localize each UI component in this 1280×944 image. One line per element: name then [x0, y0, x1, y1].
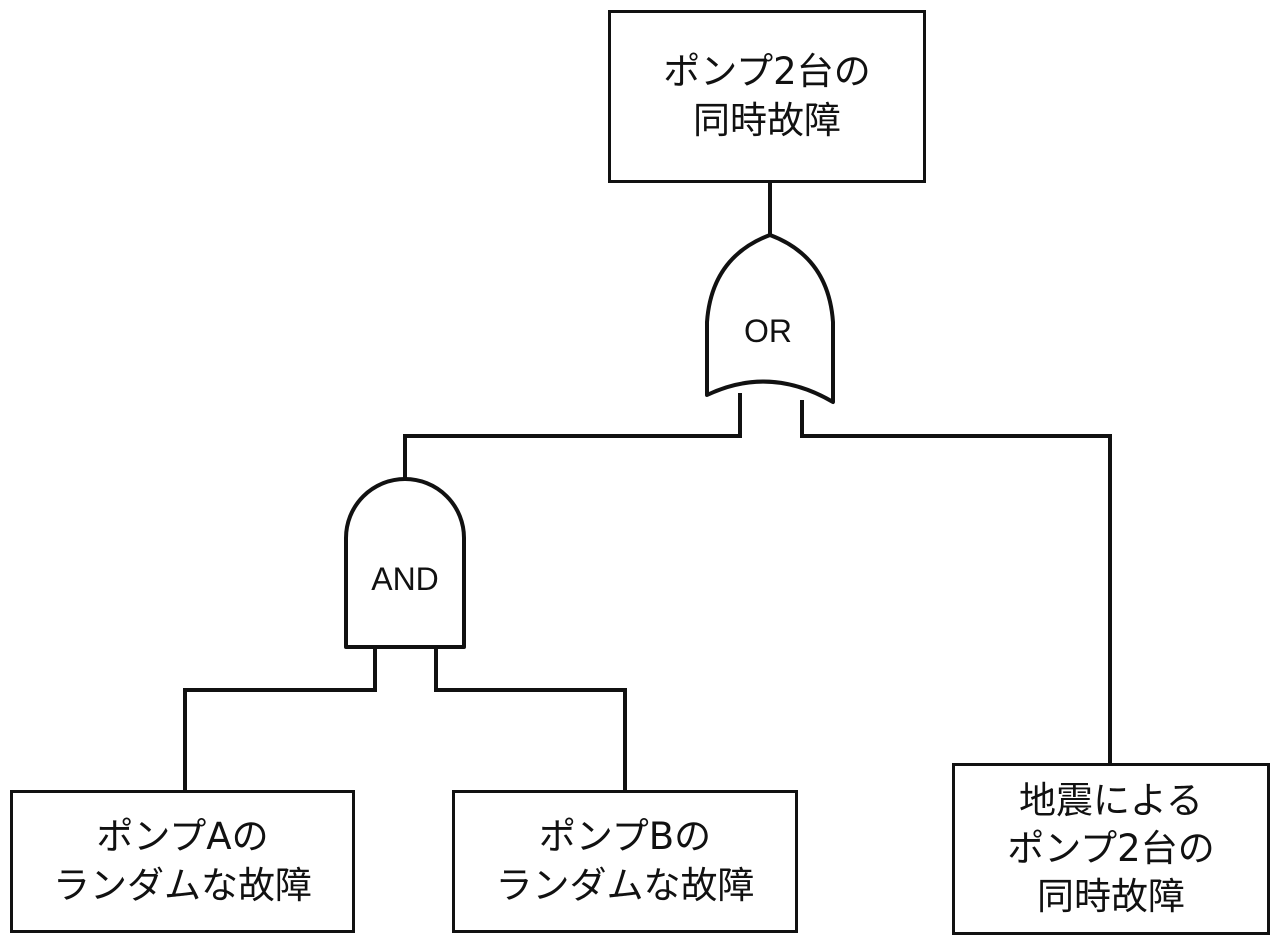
- top-event-line2: 同時故障: [693, 98, 841, 142]
- and-gate-shape: [344, 477, 466, 649]
- event-pump-a-box: ポンプAの ランダムな故障: [10, 790, 355, 933]
- event-earthquake-line3: 同時故障: [1037, 875, 1185, 919]
- event-pump-a-line1: ポンプAの: [96, 815, 269, 859]
- and-gate-label: AND: [371, 561, 439, 597]
- event-pump-b-line1: ポンプBの: [538, 815, 712, 859]
- event-pump-a-line2: ランダムな故障: [53, 863, 312, 907]
- connector-and-to-a: [183, 647, 377, 790]
- connector-or-to-quake: [800, 400, 1112, 763]
- event-earthquake-line1: 地震による: [1019, 778, 1203, 822]
- event-pump-b-line2: ランダムな故障: [495, 863, 755, 907]
- event-earthquake-line2: ポンプ2台の: [1007, 826, 1215, 870]
- connector-or-to-and: [403, 393, 742, 478]
- or-gate-shape: [705, 233, 835, 404]
- event-earthquake-box: 地震による ポンプ2台の 同時故障: [952, 763, 1270, 935]
- or-gate-label: OR: [744, 313, 792, 349]
- connector-and-to-b: [434, 647, 627, 790]
- top-event-line1: ポンプ2台の: [663, 50, 871, 94]
- event-pump-b-box: ポンプBの ランダムな故障: [452, 790, 798, 933]
- top-event-box: ポンプ2台の 同時故障: [608, 10, 926, 183]
